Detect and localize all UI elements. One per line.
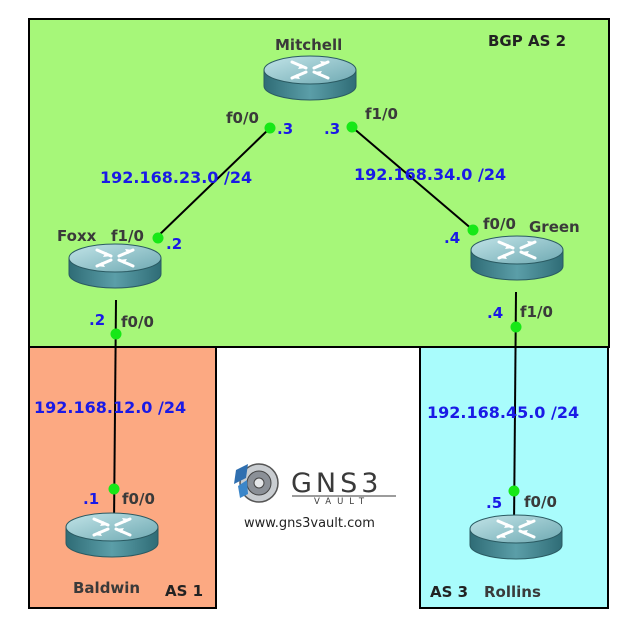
- router-baldwin-icon[interactable]: [64, 511, 160, 559]
- router-foxx-label: Foxx: [57, 227, 97, 245]
- network-23-label: 192.168.23.0 /24: [100, 168, 252, 187]
- port-dot: [108, 483, 120, 495]
- as3-label: AS 3: [430, 583, 468, 601]
- foxx-top-octet: .2: [166, 235, 182, 253]
- router-rollins-icon[interactable]: [468, 513, 564, 561]
- port-dot: [264, 122, 276, 134]
- link-mitchell-green: [351, 126, 474, 231]
- mitchell-left-octet: .3: [277, 120, 293, 138]
- router-green-label: Green: [529, 218, 580, 236]
- baldwin-f00-label: f0/0: [122, 490, 155, 508]
- mitchell-f00-label: f0/0: [226, 109, 259, 127]
- port-dot: [110, 328, 122, 340]
- green-f00-label: f0/0: [483, 215, 516, 233]
- port-dot: [467, 224, 479, 236]
- port-dot: [152, 232, 164, 244]
- mitchell-f10-label: f1/0: [365, 105, 398, 123]
- green-f10-label: f1/0: [520, 303, 553, 321]
- baldwin-octet: .1: [83, 490, 99, 508]
- as1-area: [28, 346, 217, 609]
- router-rollins-label: Rollins: [484, 583, 541, 601]
- green-bottom-octet: .4: [487, 304, 503, 322]
- network-45-label: 192.168.45.0 /24: [427, 403, 579, 422]
- gns3-vault-logo-icon: [234, 463, 279, 503]
- mitchell-right-octet: .3: [324, 120, 340, 138]
- logo-title: GNS3: [291, 468, 382, 499]
- router-green-icon[interactable]: [469, 234, 565, 282]
- rollins-octet: .5: [486, 494, 502, 512]
- logo-subtitle: VAULT: [314, 497, 370, 507]
- as1-label: AS 1: [165, 582, 203, 600]
- router-mitchell-label: Mitchell: [275, 36, 342, 54]
- foxx-f10-label: f1/0: [111, 227, 144, 245]
- green-top-octet: .4: [444, 229, 460, 247]
- bgp-as-label: BGP AS 2: [488, 32, 566, 50]
- link-foxx-mitchell: [155, 127, 271, 239]
- foxx-f00-label: f0/0: [121, 313, 154, 331]
- router-foxx-icon[interactable]: [67, 242, 163, 290]
- router-mitchell-icon[interactable]: [262, 54, 358, 102]
- network-34-label: 192.168.34.0 /24: [354, 165, 506, 184]
- port-dot: [508, 485, 520, 497]
- router-baldwin-label: Baldwin: [73, 579, 140, 597]
- foxx-bottom-octet: .2: [89, 311, 105, 329]
- rollins-f00-label: f0/0: [524, 493, 557, 511]
- network-12-label: 192.168.12.0 /24: [34, 398, 186, 417]
- website-url[interactable]: www.gns3vault.com: [244, 516, 375, 531]
- port-dot: [346, 121, 358, 133]
- port-dot: [510, 321, 522, 333]
